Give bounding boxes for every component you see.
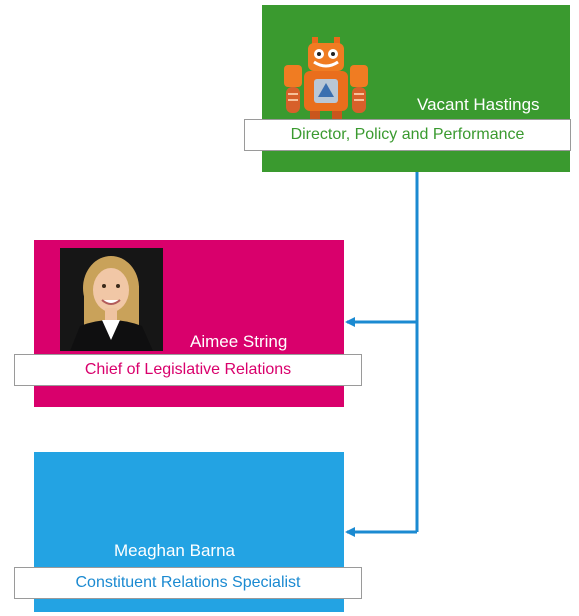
director-title: Director, Policy and Performance [244,119,571,151]
director-name: Vacant Hastings [417,95,540,114]
aimee-title: Chief of Legislative Relations [14,354,362,386]
aimee-name: Aimee String [190,332,288,351]
meaghan-title: Constituent Relations Specialist [14,567,362,599]
person-photo [60,248,163,351]
robot-mascot-icon [282,35,372,125]
meaghan-name: Meaghan Barna [114,541,235,560]
